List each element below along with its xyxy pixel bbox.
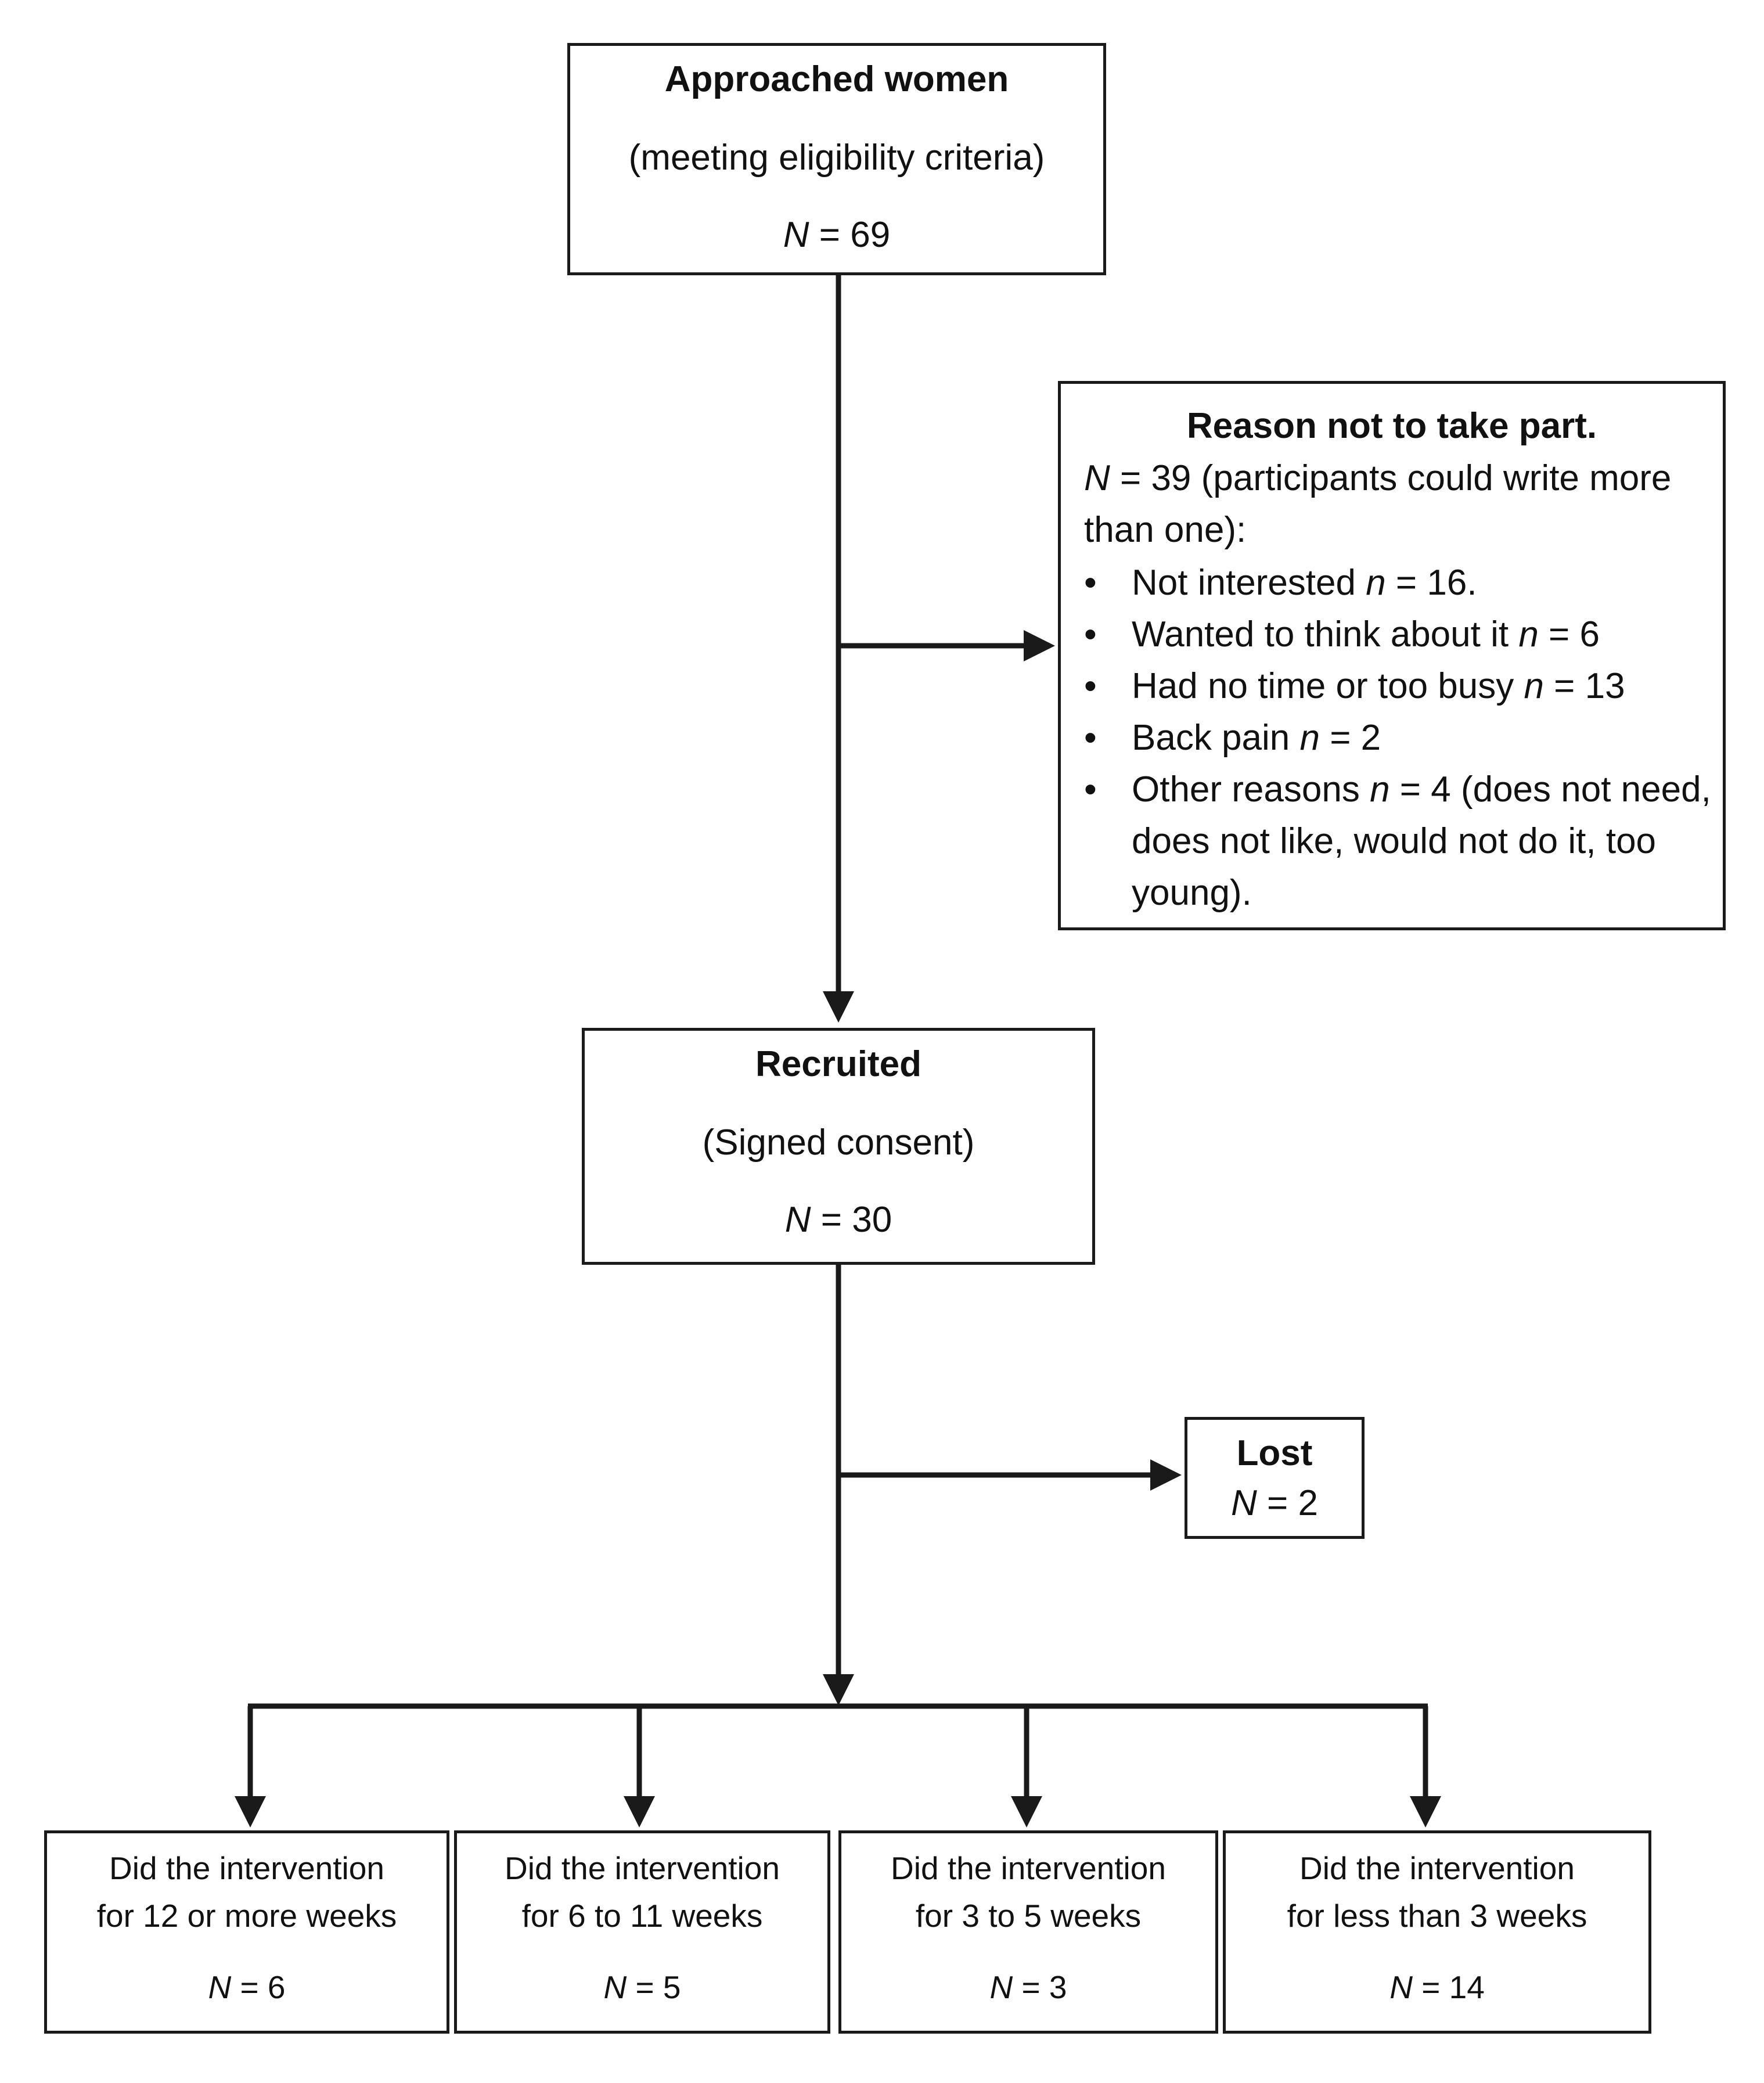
group-n-label: N bbox=[1389, 1969, 1413, 2005]
reasons-box: Reason not to take part. N = 39 (partici… bbox=[1058, 381, 1726, 930]
reason-n-label: n bbox=[1299, 718, 1320, 758]
reasons-intro: N = 39 (participants could write more th… bbox=[1084, 452, 1705, 556]
reason-n-label: n bbox=[1370, 769, 1390, 810]
recruited-subtitle: (Signed consent) bbox=[702, 1123, 975, 1163]
group-n-value: = 6 bbox=[231, 1969, 286, 2005]
reason-n-label: n bbox=[1366, 563, 1386, 603]
reasons-intro-text: = 39 (participants could write more than… bbox=[1084, 458, 1672, 550]
group-n-label: N bbox=[989, 1969, 1013, 2005]
group-n-label: N bbox=[603, 1969, 627, 2005]
group-line-1: Did the intervention bbox=[891, 1850, 1166, 1886]
group-box-3-to-5-weeks: Did the intervention for 3 to 5 weeks N … bbox=[838, 1830, 1218, 2034]
reason-text: Had no time or too busy bbox=[1132, 666, 1524, 706]
group-n-value: = 5 bbox=[627, 1969, 681, 2005]
group-line-1: Did the intervention bbox=[505, 1850, 780, 1886]
group-n-label: N bbox=[208, 1969, 232, 2005]
recruited-title: Recruited bbox=[755, 1044, 921, 1084]
group-line-2: for 12 or more weeks bbox=[96, 1898, 397, 1934]
approached-title: Approached women bbox=[664, 59, 1009, 99]
reason-count: = 16. bbox=[1385, 563, 1477, 603]
approached-count: N = 69 bbox=[570, 214, 1103, 256]
reason-item: • Other reasons n = 4 (does not need, doe… bbox=[1084, 764, 1711, 919]
reason-count: = 4 (does not need, does not like, would… bbox=[1132, 769, 1711, 913]
lost-n-label: N bbox=[1231, 1483, 1257, 1523]
bullet-icon: • bbox=[1084, 666, 1097, 706]
approached-women-box: Approached women (meeting eligibility cr… bbox=[567, 43, 1106, 275]
approached-n-value: = 69 bbox=[809, 215, 891, 255]
reason-text: Other reasons bbox=[1132, 769, 1370, 810]
group-line-2: for 3 to 5 weeks bbox=[915, 1898, 1142, 1934]
group-n-value: = 3 bbox=[1013, 1969, 1067, 2005]
group-box-less-than-3-weeks: Did the intervention for less than 3 wee… bbox=[1223, 1830, 1651, 2034]
bullet-icon: • bbox=[1084, 614, 1097, 654]
reason-text: Not interested bbox=[1132, 563, 1366, 603]
lost-box: Lost N = 2 bbox=[1185, 1417, 1365, 1539]
reasons-title: Reason not to take part. bbox=[1186, 406, 1597, 446]
group-count: N = 5 bbox=[457, 1969, 827, 2006]
reason-text: Back pain bbox=[1132, 718, 1300, 758]
reason-text: Wanted to think about it bbox=[1132, 614, 1519, 654]
recruited-box: Recruited (Signed consent) N = 30 bbox=[582, 1028, 1095, 1265]
reason-count: = 6 bbox=[1538, 614, 1600, 654]
group-count: N = 6 bbox=[47, 1969, 447, 2006]
recruited-count: N = 30 bbox=[585, 1199, 1092, 1240]
reason-n-label: n bbox=[1524, 666, 1544, 706]
group-count: N = 14 bbox=[1226, 1969, 1648, 2006]
reasons-n-label: N bbox=[1084, 458, 1110, 498]
lost-title: Lost bbox=[1236, 1433, 1313, 1473]
approached-n-label: N bbox=[783, 215, 809, 255]
recruited-n-value: = 30 bbox=[811, 1200, 892, 1240]
group-box-6-to-11-weeks: Did the intervention for 6 to 11 weeks N… bbox=[454, 1830, 830, 2034]
reason-n-label: n bbox=[1518, 614, 1539, 654]
reason-count: = 13 bbox=[1543, 666, 1625, 706]
lost-n-value: = 2 bbox=[1257, 1483, 1318, 1523]
bullet-icon: • bbox=[1084, 563, 1097, 603]
group-line-2: for 6 to 11 weeks bbox=[521, 1898, 763, 1934]
group-count: N = 3 bbox=[841, 1969, 1215, 2006]
reasons-list: • Not interested n = 16. • Wanted to think… bbox=[1084, 557, 1711, 919]
group-line-1: Did the intervention bbox=[1299, 1850, 1575, 1886]
recruited-n-label: N bbox=[784, 1200, 811, 1240]
reason-item: • Not interested n = 16. bbox=[1084, 557, 1711, 609]
reason-item: • Back pain n = 2 bbox=[1084, 712, 1711, 764]
reason-count: = 2 bbox=[1320, 718, 1381, 758]
reason-item: • Wanted to think about it n = 6 bbox=[1084, 609, 1711, 660]
bullet-icon: • bbox=[1084, 718, 1097, 758]
approached-subtitle: (meeting eligibility criteria) bbox=[628, 138, 1045, 178]
bullet-icon: • bbox=[1084, 769, 1097, 810]
reason-item: • Had no time or too busy n = 13 bbox=[1084, 660, 1711, 712]
group-line-1: Did the intervention bbox=[109, 1850, 384, 1886]
group-box-12-plus-weeks: Did the intervention for 12 or more week… bbox=[44, 1830, 449, 2034]
group-line-2: for less than 3 weeks bbox=[1287, 1898, 1587, 1934]
group-n-value: = 14 bbox=[1412, 1969, 1485, 2005]
lost-count: N = 2 bbox=[1187, 1483, 1362, 1524]
